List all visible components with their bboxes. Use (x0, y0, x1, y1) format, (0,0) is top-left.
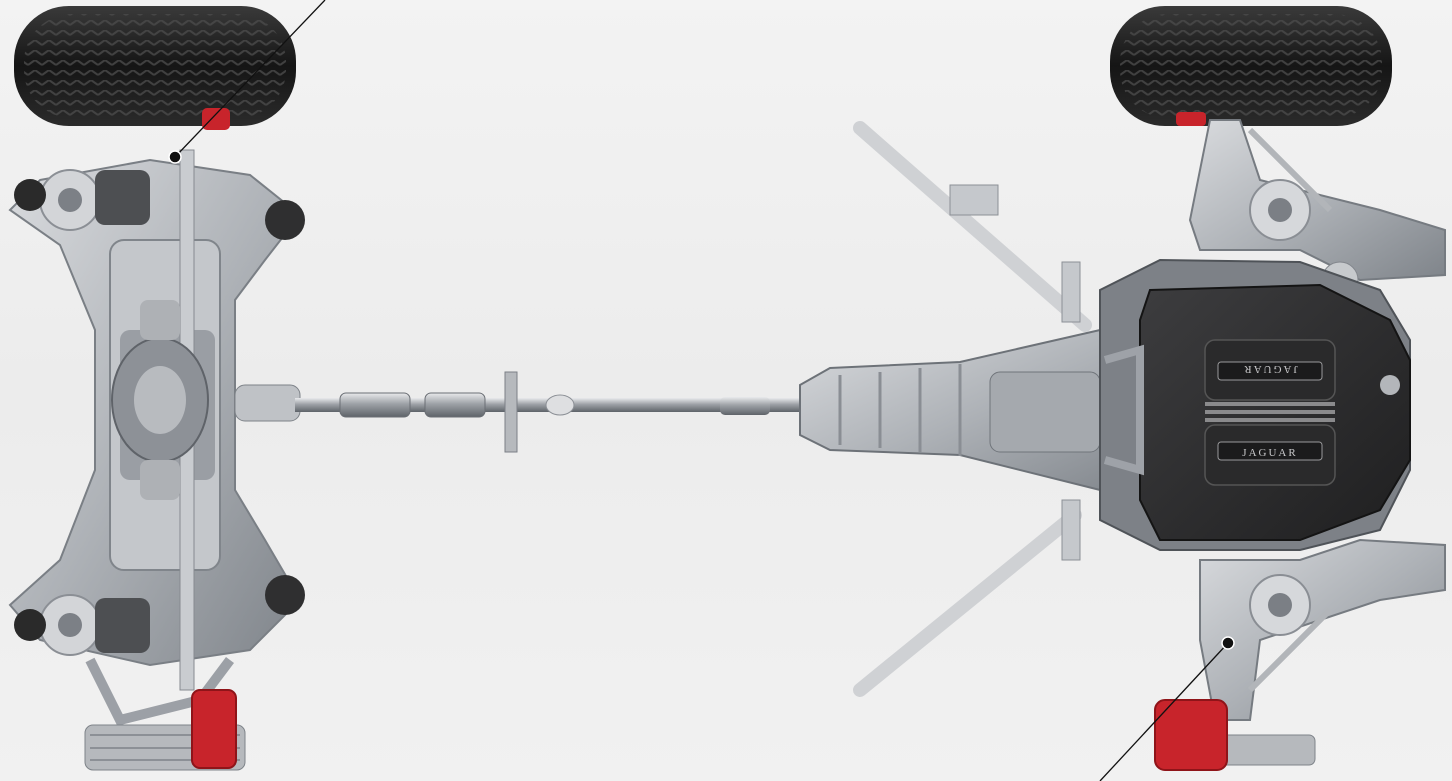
rear-differential (111, 300, 209, 500)
rear-bottom-damper (14, 575, 305, 656)
rear-left-brake-caliper (202, 108, 230, 130)
rear-callout-line (174, 0, 326, 158)
engine-badge-bottom: JAGUAR (1242, 447, 1297, 459)
front-right-brake-caliper (1154, 699, 1228, 771)
rear-axle-assembly (8, 6, 305, 771)
rear-right-brake (84, 689, 246, 771)
front-bottom-suspension (1154, 538, 1446, 771)
rear-right-brake-caliper (191, 689, 237, 769)
gearbox (799, 329, 1161, 491)
front-top-suspension (1176, 112, 1446, 299)
rear-top-damper (14, 169, 305, 240)
callouts (168, 0, 1235, 781)
front-axle-assembly: JAGUAR JAGUAR (799, 6, 1446, 771)
engine: JAGUAR JAGUAR (1099, 258, 1411, 551)
front-left-tire (1110, 6, 1392, 126)
rear-left-tire (14, 6, 296, 126)
front-callout-line (1099, 642, 1229, 781)
front-suspension-hotspot[interactable] (1221, 636, 1235, 650)
engine-badge-top: JAGUAR (1242, 363, 1297, 375)
rear-suspension-hotspot[interactable] (168, 150, 182, 164)
propeller-shaft (295, 371, 815, 453)
